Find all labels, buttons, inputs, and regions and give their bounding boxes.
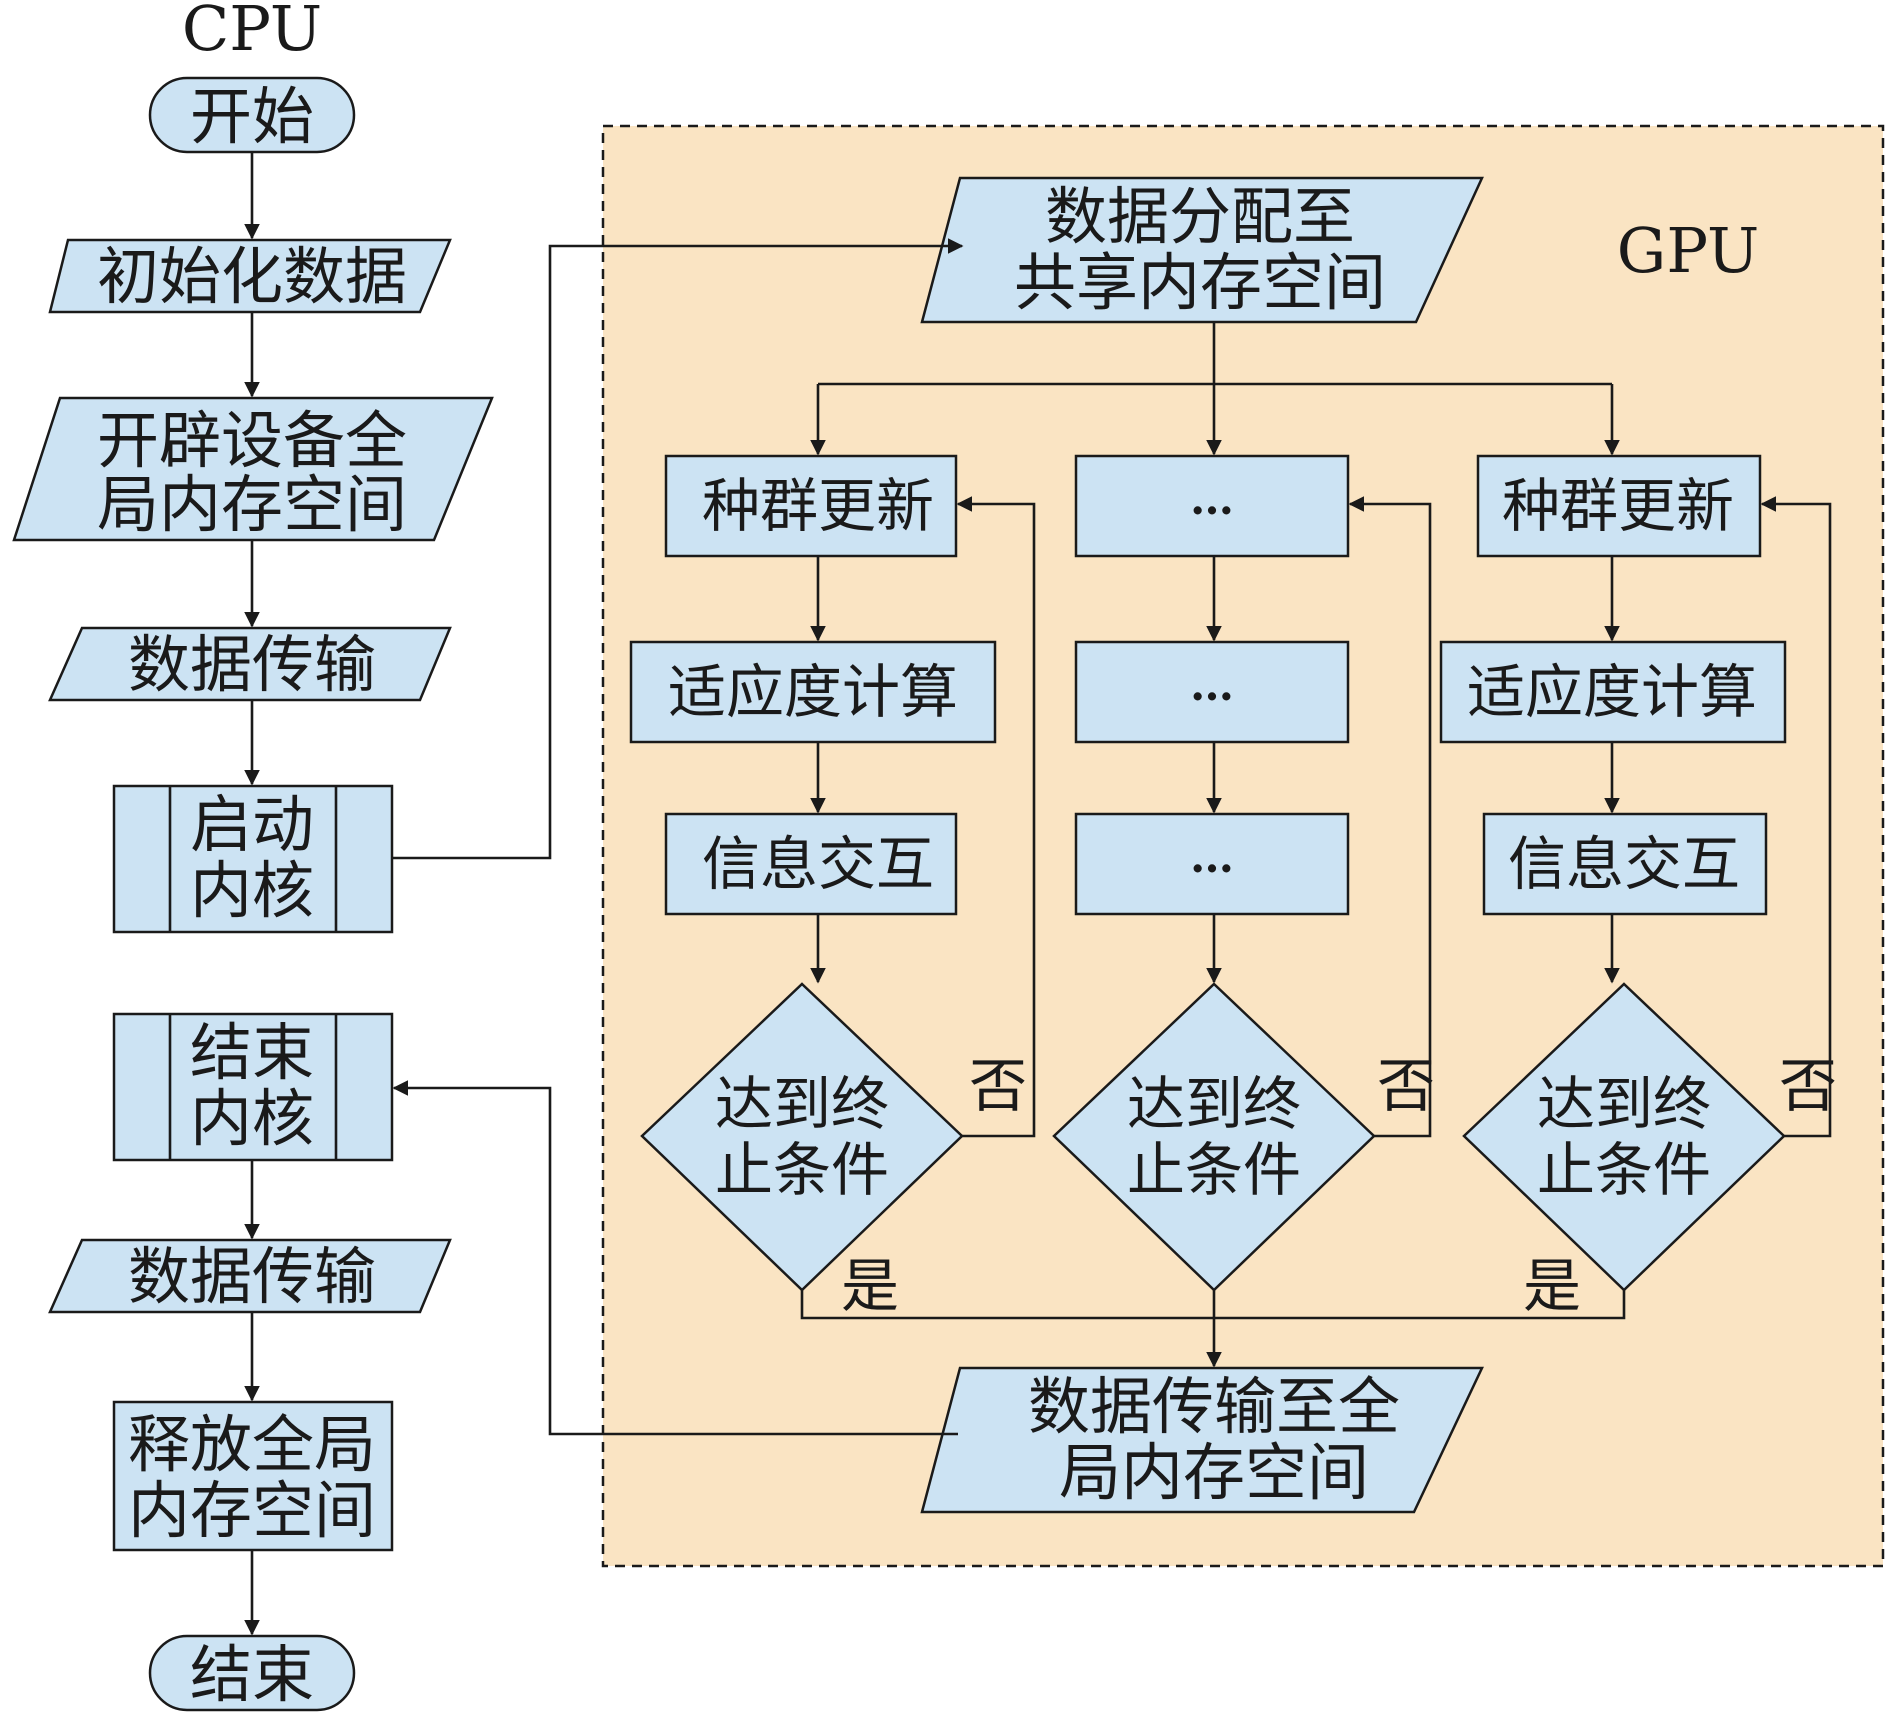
launch-kernel-label-2: 内核 (190, 854, 314, 927)
right-no-label: 否 (1779, 1052, 1837, 1120)
left-update-label: 种群更新 (702, 472, 934, 540)
end-kernel-label-1: 结束 (190, 1016, 314, 1089)
end-kernel-label-2: 内核 (190, 1082, 314, 1155)
transfer-out-parallelogram (48, 1238, 452, 1314)
left-yes-label: 是 (841, 1252, 899, 1320)
distribute-parallelogram (920, 176, 1484, 324)
left-fitness-label: 适应度计算 (668, 658, 958, 726)
free-global-label-1: 释放全局 (128, 1408, 376, 1481)
launch-kernel-label-1: 启动 (190, 788, 314, 861)
arrow-left-no-loop (956, 496, 1036, 1138)
free-global-label-2: 内存空间 (128, 1474, 376, 1547)
right-yes-label: 是 (1523, 1252, 1581, 1320)
middle-step2-label: … (1190, 660, 1234, 711)
right-fitness-box (1439, 640, 1787, 744)
left-exchange-box (664, 812, 958, 916)
arrow-middle-no-loop (1348, 496, 1432, 1138)
left-condition-label-1: 达到终 (715, 1070, 889, 1138)
alloc-global-parallelogram (12, 396, 494, 542)
middle-step1-box (1074, 454, 1350, 558)
distribute-label-1: 数据分配至 (1045, 180, 1355, 253)
end-label: 结束 (190, 1638, 314, 1711)
middle-condition-label-2: 止条件 (1127, 1136, 1301, 1204)
left-update-box (664, 454, 958, 558)
left-exchange-label: 信息交互 (702, 830, 934, 898)
gpu-title: GPU (1617, 214, 1759, 287)
middle-step2-box (1074, 640, 1350, 744)
right-exchange-label: 信息交互 (1508, 830, 1740, 898)
arrow-right-no-loop (1760, 496, 1832, 1138)
right-condition-label-1: 达到终 (1537, 1070, 1711, 1138)
cpu-title: CPU (182, 0, 322, 65)
middle-step3-label: … (1190, 832, 1234, 883)
alloc-global-label-1: 开辟设备全 (97, 404, 407, 477)
start-label: 开始 (190, 80, 314, 153)
left-no-label: 否 (969, 1052, 1027, 1120)
init-data-parallelogram (48, 238, 452, 314)
transfer-in-parallelogram (48, 626, 452, 702)
middle-condition-label-1: 达到终 (1127, 1070, 1301, 1138)
middle-step3-box (1074, 812, 1350, 916)
distribute-label-2: 共享内存空间 (1014, 246, 1386, 319)
right-update-label: 种群更新 (1502, 472, 1734, 540)
collect-label-2: 局内存空间 (1059, 1436, 1369, 1509)
middle-no-label: 否 (1377, 1052, 1435, 1120)
collect-parallelogram (920, 1366, 1484, 1514)
right-condition-label-2: 止条件 (1537, 1136, 1711, 1204)
transfer-out-label: 数据传输 (128, 1240, 376, 1313)
alloc-global-label-2: 局内存空间 (97, 468, 407, 541)
left-fitness-box (629, 640, 997, 744)
end-terminator (148, 1634, 356, 1712)
arrow-collect-to-endkernel (392, 1080, 958, 1436)
right-fitness-label: 适应度计算 (1467, 658, 1757, 726)
collect-label-1: 数据传输至全 (1028, 1370, 1400, 1443)
middle-step1-label: … (1190, 474, 1234, 525)
right-exchange-box (1482, 812, 1768, 916)
transfer-in-label: 数据传输 (128, 628, 376, 701)
arrow-launch-to-distribute (392, 238, 964, 860)
left-condition-label-2: 止条件 (715, 1136, 889, 1204)
init-data-label: 初始化数据 (97, 240, 407, 313)
right-update-box (1476, 454, 1762, 558)
